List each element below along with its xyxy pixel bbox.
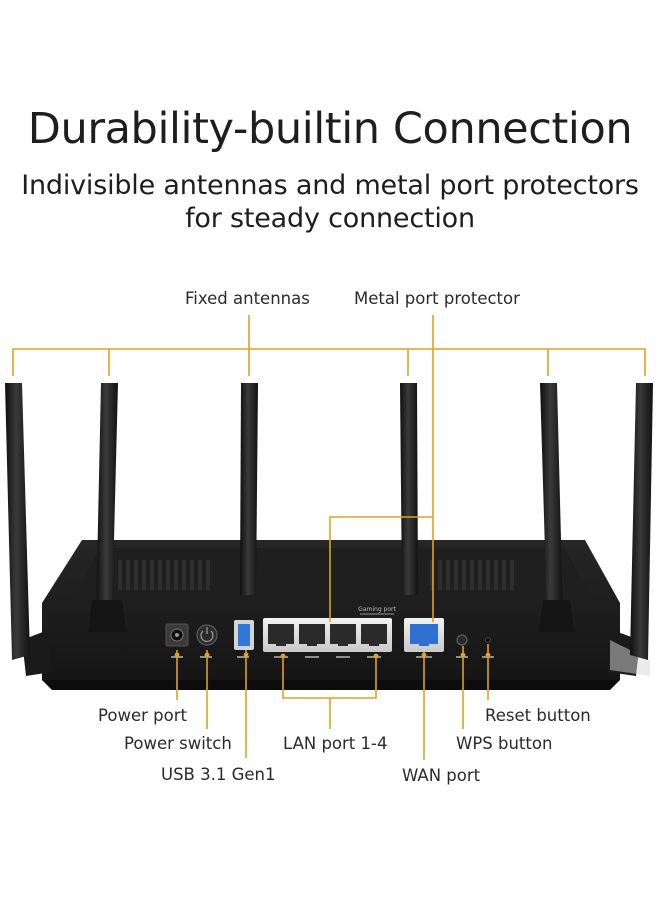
antenna-1 [5, 383, 30, 660]
callout-wan-port: WAN port [402, 766, 481, 785]
callout-reset-button: Reset button [485, 706, 591, 725]
callout-lines [12, 315, 646, 760]
power-switch [196, 624, 218, 646]
callout-fixed-antennas: Fixed antennas [185, 289, 310, 308]
callout-power-switch: Power switch [124, 734, 232, 753]
lan-port-4 [361, 624, 387, 646]
callout-dots [174, 652, 491, 659]
antenna-2 [96, 383, 118, 618]
antenna-6 [630, 383, 653, 660]
callout-wps-button: WPS button [456, 734, 553, 753]
usb-port [234, 620, 254, 650]
lan-ports [268, 624, 387, 646]
vent-slots [118, 560, 514, 590]
antenna-4 [400, 383, 418, 595]
port-panel: Gaming port [165, 606, 494, 658]
callout-lan-ports: LAN port 1-4 [283, 734, 388, 753]
reset-button [485, 637, 491, 643]
callout-power-port: Power port [98, 706, 187, 725]
page-subtitle-line-2: for steady connection [185, 203, 475, 234]
lan-port-3 [330, 624, 356, 646]
antenna-3 [240, 383, 258, 595]
wan-port [404, 618, 444, 652]
antenna-5 [540, 383, 563, 618]
page-title: Durability-builtin Connection [27, 104, 633, 154]
gaming-port-label: Gaming port [358, 606, 396, 613]
callout-usb: USB 3.1 Gen1 [161, 765, 276, 784]
wps-button [456, 634, 468, 646]
antennas [5, 383, 653, 660]
power-port [165, 623, 189, 647]
lan-port-2 [299, 624, 325, 646]
callout-metal-port-protector: Metal port protector [354, 289, 520, 308]
lan-port-1 [268, 624, 294, 646]
page-subtitle-line-1: Indivisible antennas and metal port prot… [21, 170, 639, 201]
